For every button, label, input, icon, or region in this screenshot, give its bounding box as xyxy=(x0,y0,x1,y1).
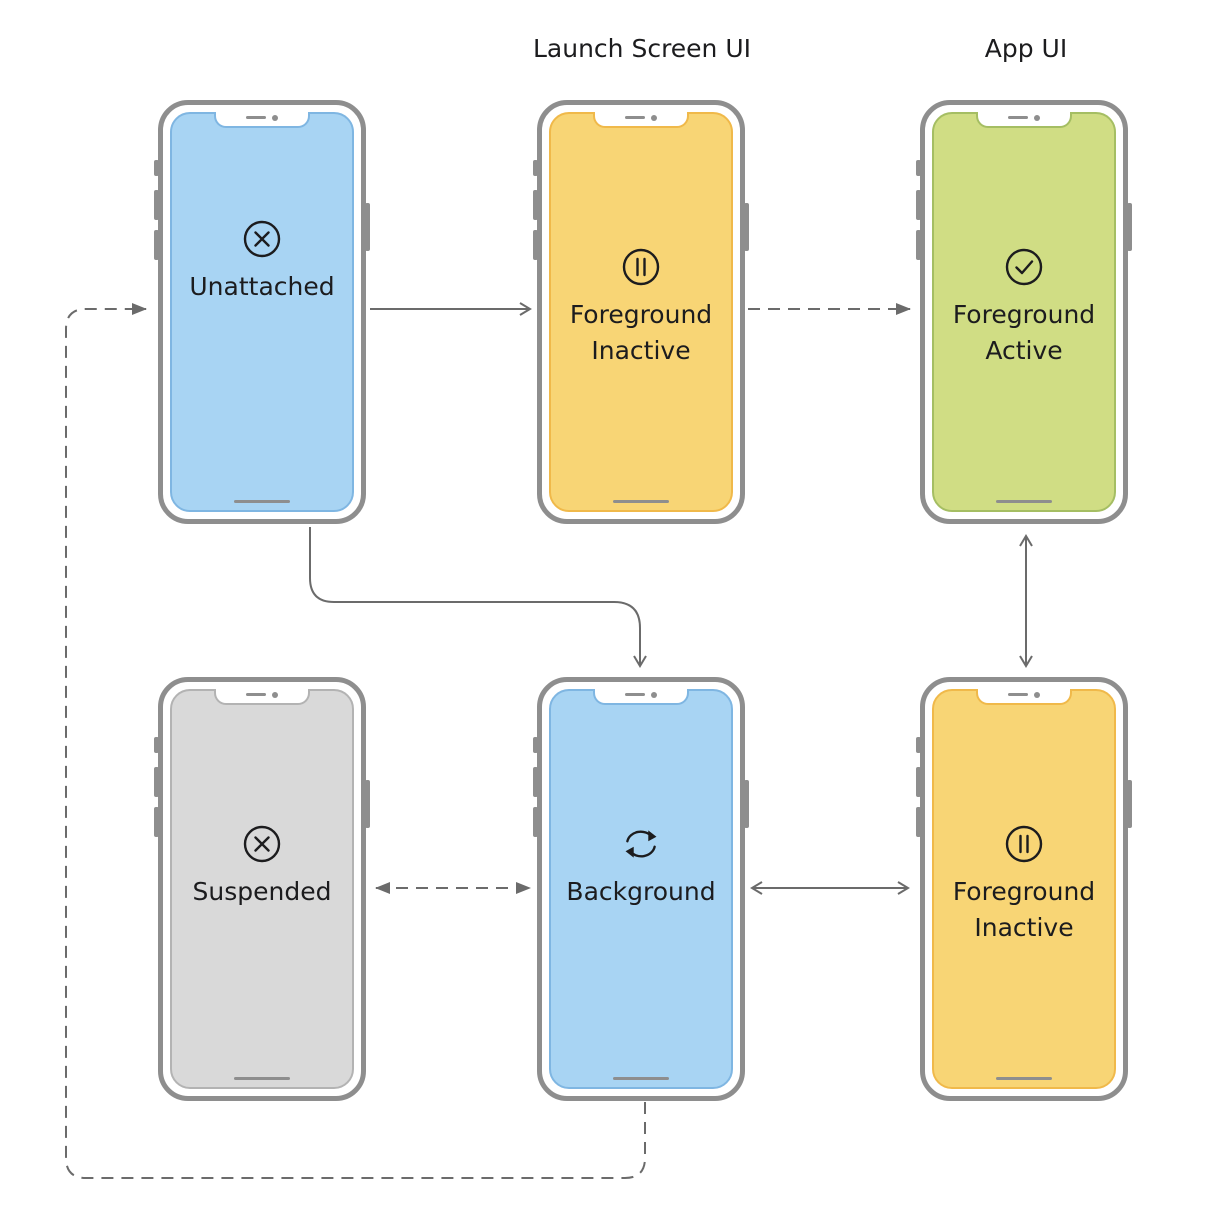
home-indicator xyxy=(234,1077,290,1080)
phone-foreground-inactive-app: Foreground Inactive xyxy=(916,677,1132,1101)
side-button xyxy=(154,767,159,797)
phone-screen: Unattached xyxy=(170,112,354,512)
side-button xyxy=(916,807,921,837)
pause-circle-icon xyxy=(934,824,1114,864)
side-button xyxy=(1127,203,1132,251)
speaker-grille xyxy=(1008,116,1028,119)
side-button xyxy=(916,737,921,753)
state-content: Suspended xyxy=(172,824,352,910)
refresh-arrows-icon xyxy=(551,824,731,864)
side-button xyxy=(533,807,538,837)
state-label: Foreground Active xyxy=(952,300,1096,365)
speaker-grille xyxy=(625,693,645,696)
phone-screen: Foreground Inactive xyxy=(549,112,733,512)
side-button xyxy=(1127,780,1132,828)
side-button xyxy=(533,737,538,753)
side-button xyxy=(365,203,370,251)
home-indicator xyxy=(613,500,669,503)
camera-dot xyxy=(651,115,657,121)
state-content: Foreground Inactive xyxy=(551,247,731,369)
state-content: Unattached xyxy=(172,219,352,305)
state-label: Background xyxy=(566,877,716,906)
speaker-grille xyxy=(625,116,645,119)
side-button xyxy=(154,737,159,753)
side-button xyxy=(916,230,921,260)
state-content: Foreground Active xyxy=(934,247,1114,369)
phone-notch xyxy=(214,689,310,705)
side-button xyxy=(744,203,749,251)
camera-dot xyxy=(1034,692,1040,698)
phone-background: Background xyxy=(533,677,749,1101)
column-title-app-ui: App UI xyxy=(984,34,1068,63)
state-label: Unattached xyxy=(189,272,335,301)
side-button xyxy=(154,160,159,176)
side-button xyxy=(533,767,538,797)
state-content: Foreground Inactive xyxy=(934,824,1114,946)
state-label: Foreground Inactive xyxy=(952,877,1096,942)
phone-foreground-inactive-launch: Foreground Inactive xyxy=(533,100,749,524)
phone-notch xyxy=(593,112,689,128)
home-indicator xyxy=(996,500,1052,503)
side-button xyxy=(154,190,159,220)
side-button xyxy=(533,190,538,220)
speaker-grille xyxy=(1008,693,1028,696)
side-button xyxy=(365,780,370,828)
phone-notch xyxy=(976,689,1072,705)
x-circle-icon xyxy=(172,219,352,259)
camera-dot xyxy=(272,692,278,698)
state-content: Background xyxy=(551,824,731,910)
side-button xyxy=(916,160,921,176)
side-button xyxy=(533,160,538,176)
phone-screen: Suspended xyxy=(170,689,354,1089)
phone-screen: Background xyxy=(549,689,733,1089)
phone-notch xyxy=(593,689,689,705)
pause-circle-icon xyxy=(551,247,731,287)
camera-dot xyxy=(272,115,278,121)
phone-notch xyxy=(214,112,310,128)
arrow-unattached-to-background xyxy=(309,527,647,668)
state-label: Suspended xyxy=(192,877,332,906)
x-circle-icon xyxy=(172,824,352,864)
side-button xyxy=(154,807,159,837)
speaker-grille xyxy=(246,693,266,696)
side-button xyxy=(916,190,921,220)
phone-notch xyxy=(976,112,1072,128)
phone-screen: Foreground Inactive xyxy=(932,689,1116,1089)
side-button xyxy=(533,230,538,260)
phone-unattached: Unattached xyxy=(154,100,370,524)
checkmark-circle-icon xyxy=(934,247,1114,287)
side-button xyxy=(744,780,749,828)
arrow-background-to-unattached xyxy=(65,303,646,1179)
camera-dot xyxy=(1034,115,1040,121)
phone-foreground-active: Foreground Active xyxy=(916,100,1132,524)
column-title-launch-screen-ui: Launch Screen UI xyxy=(532,34,752,63)
phone-suspended: Suspended xyxy=(154,677,370,1101)
home-indicator xyxy=(996,1077,1052,1080)
state-label: Foreground Inactive xyxy=(569,300,713,365)
side-button xyxy=(154,230,159,260)
camera-dot xyxy=(651,692,657,698)
home-indicator xyxy=(234,500,290,503)
home-indicator xyxy=(613,1077,669,1080)
speaker-grille xyxy=(246,116,266,119)
phone-screen: Foreground Active xyxy=(932,112,1116,512)
side-button xyxy=(916,767,921,797)
